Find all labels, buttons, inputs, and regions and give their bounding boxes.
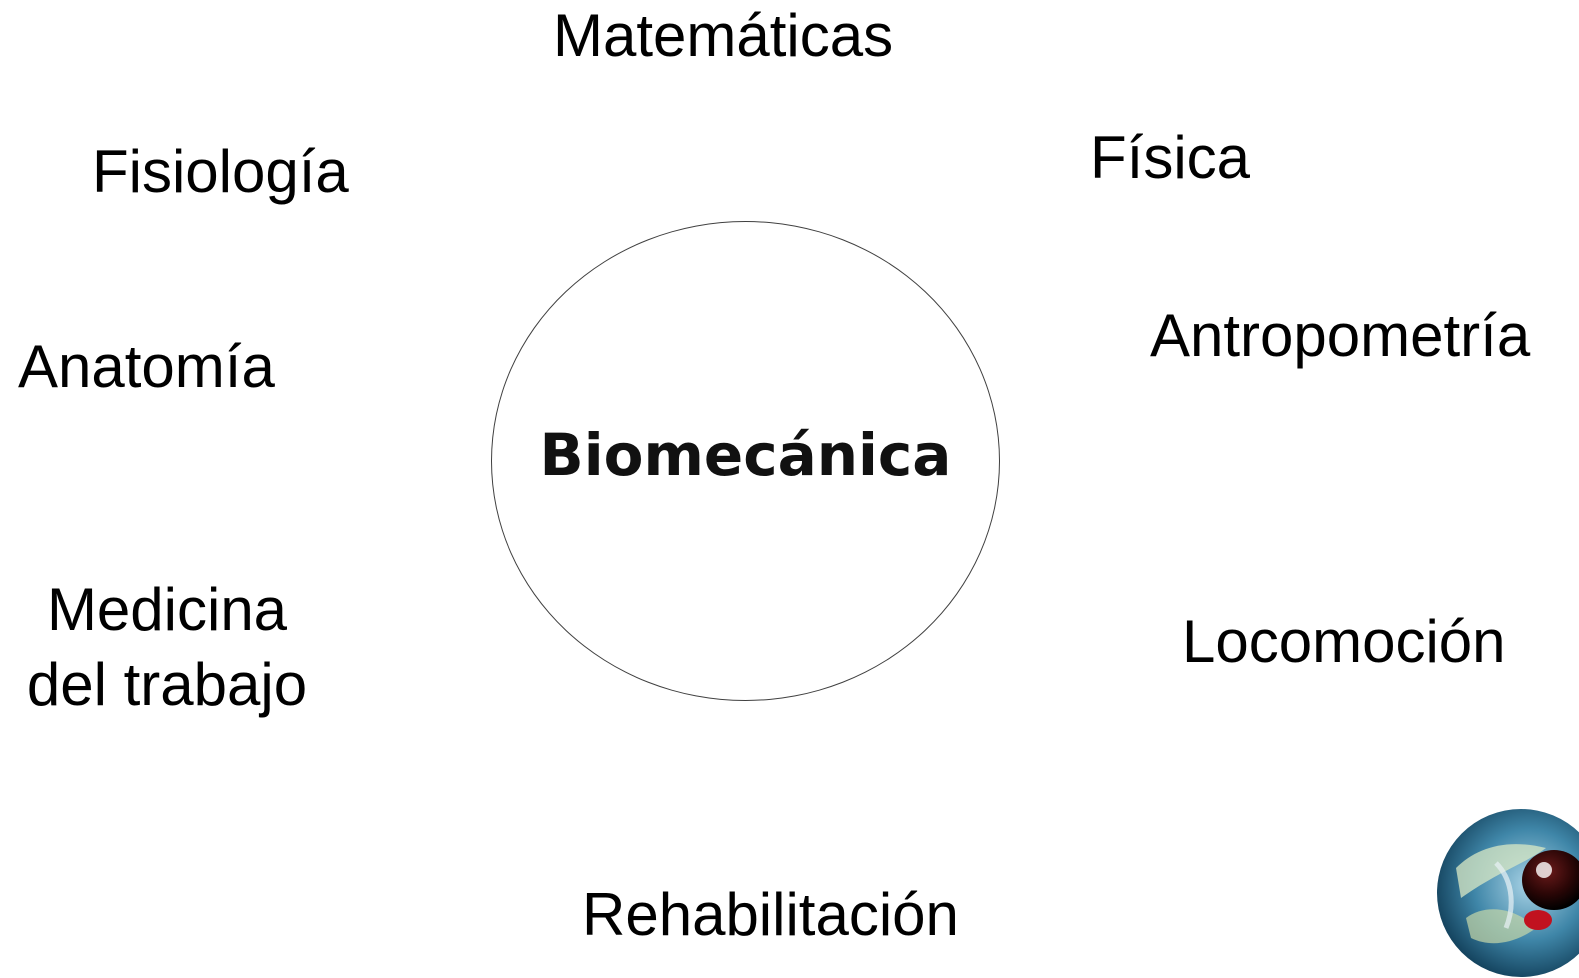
term-medicina-line1: Medicina bbox=[46, 576, 288, 643]
term-medicina-line2: del trabajo bbox=[26, 651, 308, 718]
hub-label: Biomecánica bbox=[539, 421, 952, 489]
globe-eye-logo-icon bbox=[1437, 809, 1579, 977]
term-anatomia: Anatomía bbox=[18, 333, 275, 400]
term-medicina-del-trabajo: Medicina del trabajo bbox=[14, 572, 320, 722]
term-locomocion: Locomoción bbox=[1182, 608, 1506, 675]
hub-circle bbox=[491, 221, 1000, 701]
term-antropometria: Antropometría bbox=[1150, 302, 1531, 369]
term-rehabilitacion: Rehabilitación bbox=[582, 881, 959, 948]
term-matematicas: Matemáticas bbox=[553, 2, 894, 69]
term-fisica: Física bbox=[1090, 124, 1251, 191]
term-fisiologia: Fisiología bbox=[92, 138, 349, 205]
